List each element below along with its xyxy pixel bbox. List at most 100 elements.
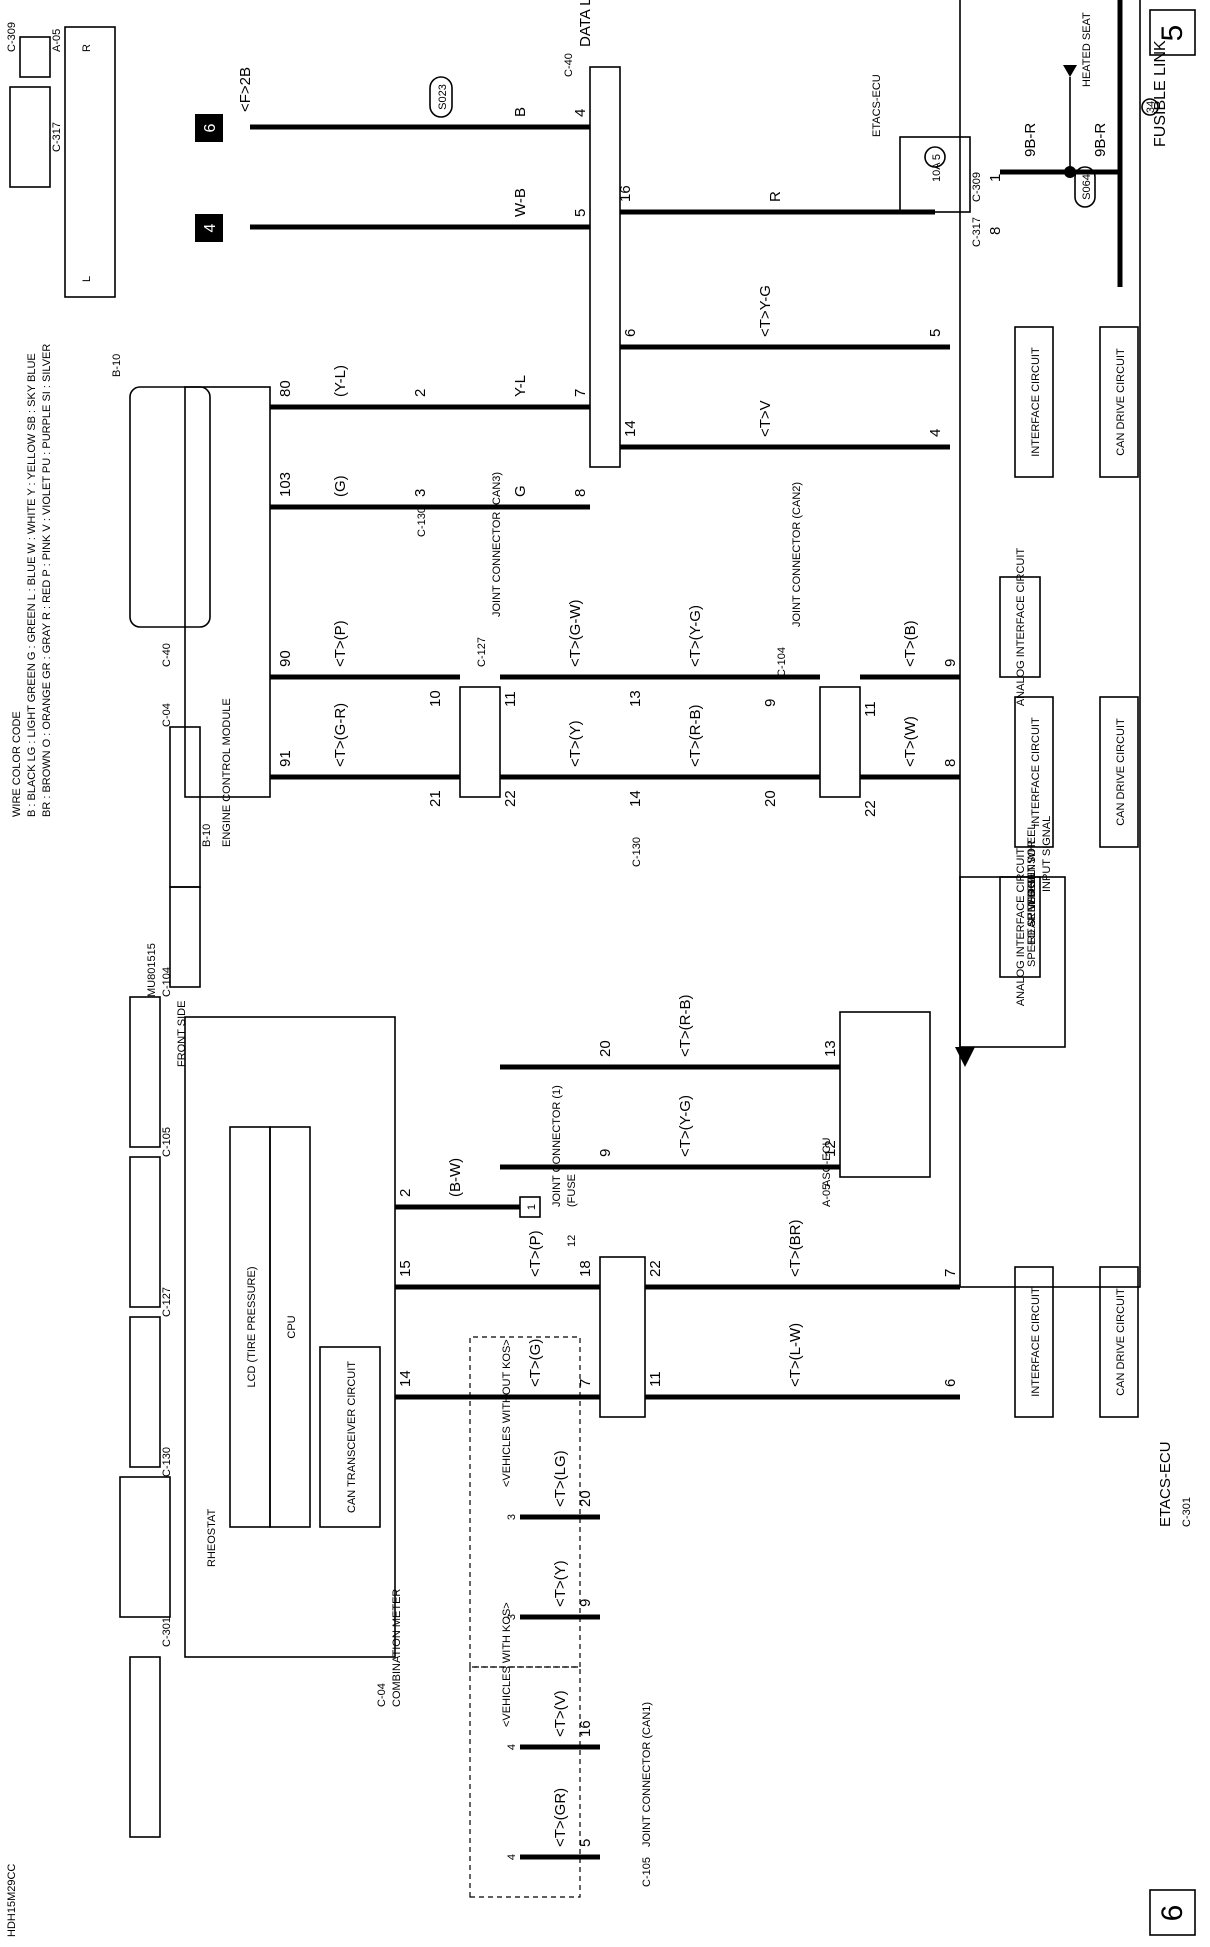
pinout-a05-l: L <box>81 276 93 282</box>
wire-label-t-yg: <T>Y-G <box>757 285 774 337</box>
wire-label-t-p: <T>(P) <box>332 620 349 667</box>
legend-row-2: BR : BROWN O : ORANGE GR : GRAY R : RED … <box>41 344 53 817</box>
doc-code: HDH15M29CC <box>6 1864 18 1937</box>
jc1-pin-20: 20 <box>577 1490 594 1507</box>
cpu-label: CPU <box>286 1315 298 1338</box>
wire-label-t-gr2: <T>(GR) <box>552 1788 569 1847</box>
can-drive-1-label: CAN DRIVE CIRCUIT <box>1115 348 1127 456</box>
lcd-label: LCD (TIRE PRESSURE) <box>246 1266 258 1387</box>
etacs-pin-4: 4 <box>927 429 944 437</box>
joint-can3 <box>459 686 501 798</box>
wire-label-yl: Y-L <box>512 375 529 397</box>
fuse-number: 5 <box>931 154 943 160</box>
conn-c130-a: C-130 <box>416 507 428 537</box>
dlc-pin-5: 5 <box>572 209 589 217</box>
etacs-pin-7: 7 <box>942 1269 959 1277</box>
with-kos-box <box>469 1666 581 1898</box>
splice-s023-box[interactable] <box>429 76 453 118</box>
asc-ecu-box <box>839 1011 931 1178</box>
heated-seat-label: HEATED SEAT <box>1081 12 1093 87</box>
fusible-link-label: FUSIBLE LINK <box>1152 40 1169 147</box>
ecm-pin-91: 91 <box>277 750 294 767</box>
jc-pin-2: 2 <box>412 389 429 397</box>
without-kos-box <box>469 1336 581 1668</box>
interface-1-label: INTERFACE CIRCUIT <box>1030 347 1042 457</box>
can2-pin-22: 22 <box>862 800 879 817</box>
fusible-link-badge <box>1141 98 1159 116</box>
data-link-label: DATA LINK CONNECTOR <box>577 0 594 47</box>
interface-3-label: INTERFACE CIRCUIT <box>1030 1287 1042 1397</box>
rheostat-label: RHEOSTAT <box>206 1508 218 1567</box>
wire-label-b: B <box>512 107 529 117</box>
pinout-c105-title: C-105 <box>161 1127 173 1157</box>
ground-6: 6 <box>202 123 219 132</box>
pinout-c309 <box>19 36 51 78</box>
pin-1: 1 <box>987 174 1004 182</box>
pinout-c04-title: C-04 <box>161 703 173 727</box>
wire-label-f2b: <F>2B <box>237 67 254 112</box>
asc-ecu-label: ASC-ECU <box>821 1137 833 1187</box>
input-signal-item-2: SPEED SENSOR <box>1026 840 1038 927</box>
can-drive-2-label: CAN DRIVE CIRCUIT <box>1115 718 1127 826</box>
etacs-pin-6: 6 <box>942 1379 959 1387</box>
ecm-box <box>184 386 271 798</box>
etacs-ecu-box <box>959 0 1141 1288</box>
can2-pin-9: 9 <box>762 699 779 707</box>
splice-s064-box[interactable] <box>1074 166 1096 208</box>
legend-row-1: B : BLACK LG : LIGHT GREEN G : GREEN L :… <box>26 353 38 817</box>
input-arrow <box>955 1047 975 1067</box>
pinout-b10 <box>129 386 211 628</box>
conn-c04: C-04 <box>376 1683 388 1707</box>
pinout-c301-title: C-301 <box>161 1617 173 1647</box>
can3-pin-10: 10 <box>427 690 444 707</box>
can-transceiver-box <box>319 1346 381 1528</box>
jc1-pin-7: 7 <box>577 1379 594 1387</box>
etacs-pin-5: 5 <box>927 329 944 337</box>
ecm-label: ENGINE CONTROL MODULE <box>221 698 233 847</box>
wire-label-9b-r-2: 9B-R <box>1022 123 1039 157</box>
pinout-c40 <box>169 886 201 988</box>
can3-pin-11: 11 <box>502 691 519 707</box>
fuse-amp: 10A <box>931 162 943 182</box>
ground-4a: 4 <box>506 1744 518 1750</box>
without-kos-label: <VEHICLES WITHOUT KOS> <box>501 1339 513 1487</box>
dlc-pin-8: 8 <box>572 489 589 497</box>
jc1-pin-18: 18 <box>577 1260 594 1277</box>
can-pin-13: 13 <box>627 690 644 707</box>
pinout-c105 <box>129 1156 161 1308</box>
fusible-link-number: 34 <box>1145 101 1157 113</box>
joint-can1 <box>599 1256 646 1418</box>
jc1-pin-22: 22 <box>647 1260 664 1277</box>
etacs-pin-8: 8 <box>942 759 959 767</box>
interface-2 <box>1014 696 1054 848</box>
fuse-number-badge <box>924 146 946 168</box>
wire-label-t-br: <T>(BR) <box>787 1219 804 1277</box>
wire-label-t-y: <T>(Y) <box>567 720 584 767</box>
page-number-top: 5 <box>1156 25 1189 42</box>
ground-4-box <box>195 214 223 242</box>
arrow-heated-seat <box>1063 65 1077 77</box>
ground-4: 4 <box>202 223 219 232</box>
wire-label-t-gr: <T>(G-R) <box>332 703 349 767</box>
ecm-pin-90: 90 <box>277 650 294 667</box>
interface-1 <box>1014 326 1054 478</box>
joint-can2-label: JOINT CONNECTOR (CAN2) <box>791 482 803 627</box>
can-drive-1 <box>1099 326 1139 478</box>
data-link-connector <box>589 66 621 468</box>
input-signal-item-3: ·REAR WHEEL <box>1026 871 1038 947</box>
page-number-bottom: 6 <box>1156 1905 1189 1922</box>
combination-meter-box <box>184 1016 396 1658</box>
wire-label-t-g2: <T>(G) <box>527 1339 544 1387</box>
wire-label-9b-r: 9B-R <box>1092 123 1109 157</box>
joint-can2 <box>819 686 861 798</box>
analog-1 <box>999 576 1041 678</box>
interface-2-label: INTERFACE CIRCUIT <box>1030 717 1042 827</box>
wire-label-t-yg3: <T>(Y-G) <box>677 1095 694 1157</box>
can-drive-3 <box>1099 1266 1139 1418</box>
jc1-pin-9: 9 <box>577 1599 594 1607</box>
ground-1-box <box>519 1196 541 1218</box>
wire-label-yl-p: (Y-L) <box>332 365 349 397</box>
analog-2-label: ANALOG INTERFACE CIRCUIT <box>1015 848 1027 1007</box>
page-number-box <box>1149 9 1196 56</box>
